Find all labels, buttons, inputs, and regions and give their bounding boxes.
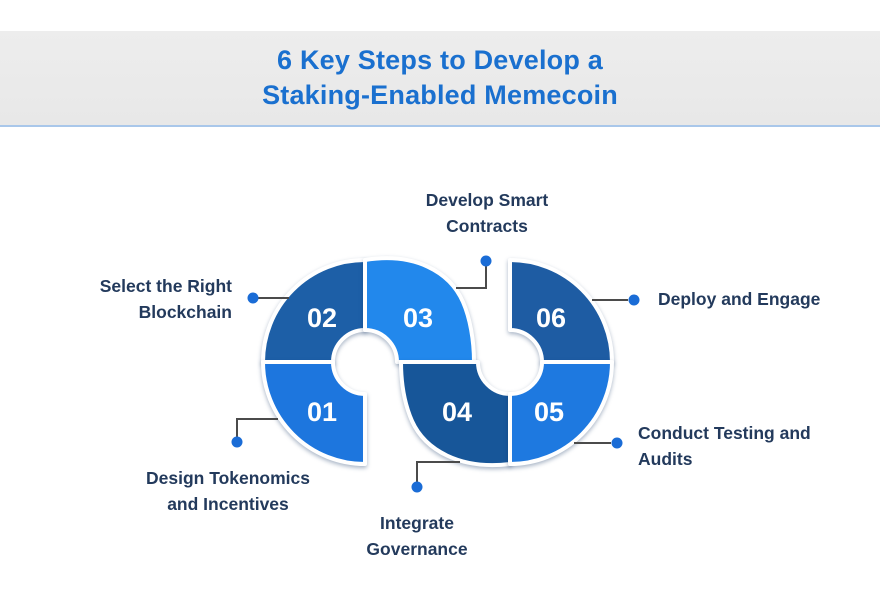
segment-04 <box>399 360 512 467</box>
connector-dot <box>247 292 259 304</box>
connector-conduct-testing-audits <box>574 437 623 449</box>
page-title: 6 Key Steps to Develop a Staking-Enabled… <box>0 31 880 113</box>
connector-deploy-and-engage <box>592 294 640 306</box>
step-03-number: 03 <box>403 303 433 333</box>
label-conduct-testing-audits: Conduct Testing and Audits <box>638 423 811 469</box>
connector-integrate-governance <box>411 461 460 493</box>
label-deploy-and-engage: Deploy and Engage <box>658 289 821 309</box>
step-05-number: 05 <box>534 397 564 427</box>
page-title-line-2: Staking-Enabled Memecoin <box>262 80 618 110</box>
connector-select-right-blockchain <box>247 292 289 304</box>
segment-06 <box>508 258 614 364</box>
page-title-line-1: 6 Key Steps to Develop a <box>277 45 603 75</box>
connector-dot <box>411 481 423 493</box>
label-develop-smart-contracts: Develop Smart Contracts <box>425 190 549 236</box>
label-design-tokenomics: Design Tokenomics and Incentives <box>145 468 311 514</box>
connector-dot <box>480 255 492 267</box>
connector-dot <box>231 436 243 448</box>
label-integrate-governance: Integrate Governance <box>366 513 468 559</box>
label-select-right-blockchain: Select the Right Blockchain <box>99 276 232 322</box>
step-02-number: 02 <box>307 303 337 333</box>
segment-02 <box>261 258 367 364</box>
connector-dot <box>628 294 640 306</box>
connector-design-tokenomics <box>231 418 278 448</box>
connector-dot <box>611 437 623 449</box>
step-06-number: 06 <box>536 303 566 333</box>
connector-develop-smart-contracts <box>456 255 492 289</box>
segment-01 <box>261 360 367 466</box>
segment-05 <box>508 360 614 466</box>
step-04-number: 04 <box>442 397 472 427</box>
segment-03 <box>363 256 476 364</box>
step-01-number: 01 <box>307 397 337 427</box>
header-band: 6 Key Steps to Develop a Staking-Enabled… <box>0 31 880 127</box>
